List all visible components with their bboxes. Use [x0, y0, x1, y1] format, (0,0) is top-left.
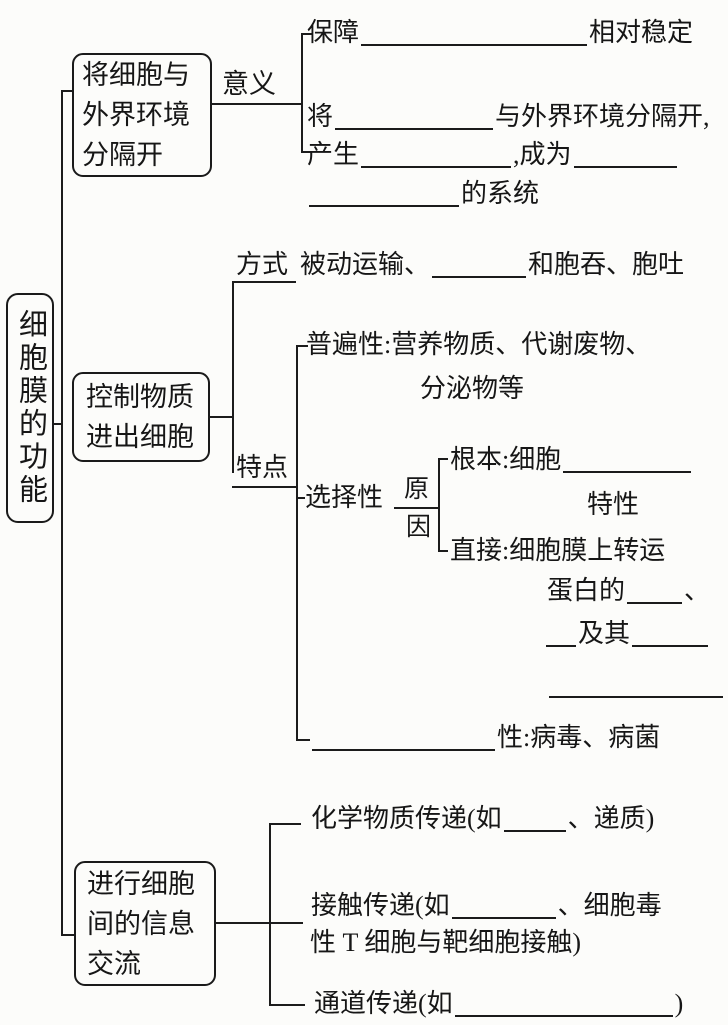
label-xuanze: 选择性 [305, 483, 384, 512]
text-segment: 化学物质传递(如 [311, 804, 502, 833]
bracket1-bottom-stub [301, 151, 312, 153]
fill-blank [335, 128, 494, 130]
bracket-tedian-vertical [296, 345, 298, 741]
line-contact-1: 接触传递(如 、细胞毒 [311, 889, 662, 923]
node-text: 外界环境 [82, 100, 190, 130]
label-yiyi: 意义 [222, 69, 276, 99]
line-genben-1: 根本:细胞 [450, 443, 693, 477]
fill-blank [563, 471, 692, 473]
fill-blank [454, 1015, 673, 1017]
fill-blank [549, 696, 723, 698]
text-segment: 通道传递(如 [314, 989, 453, 1018]
node-text: 将细胞与 [82, 60, 190, 90]
line-chansheng: 产生 ,成为 [307, 138, 679, 172]
text-segment: 相对稳定 [589, 18, 694, 47]
fill-blank [573, 166, 677, 168]
text-segment: 与外界环境分隔开, [495, 102, 710, 131]
line-zhijie-2: 蛋白的 、 [547, 574, 710, 608]
text-segment: 产生 [307, 140, 360, 169]
text-segment: 及其 [578, 619, 631, 648]
line-chem: 化学物质传递(如 、递质) [311, 802, 654, 836]
line-mianyi: 性:病毒、病菌 [310, 721, 660, 755]
line-baozhang: 保障 相对稳定 [307, 16, 693, 50]
tedian-top-stub [296, 345, 308, 347]
text-segment: 、递质) [567, 804, 655, 833]
fill-blank [361, 166, 512, 168]
node-text: 进行细胞 [87, 868, 195, 899]
bracket-info-vertical [269, 823, 271, 1006]
yuanyin-top-stub [438, 458, 448, 460]
root-node-label: 细胞膜的功能 [14, 309, 47, 507]
fangshi-underline [232, 281, 296, 283]
text-segment: 保障 [307, 18, 360, 47]
fill-blank [361, 44, 588, 46]
line-zhijie-1: 直接:细胞膜上转运 [450, 536, 666, 565]
bracket1-vertical [301, 33, 303, 153]
fill-blank [432, 276, 527, 278]
text-segment: 被动运输、 [300, 250, 431, 279]
line-fangshi: 被动运输、 和胞吞、胞吐 [300, 248, 684, 282]
label-fangshi: 方式 [236, 250, 289, 279]
text-segment: 性:病毒、病菌 [497, 723, 661, 752]
root-node: 细胞膜的功能 [6, 293, 54, 523]
fill-blank [451, 917, 556, 919]
text-segment: 接触传递(如 [311, 891, 450, 920]
tedian-underline [232, 486, 298, 488]
text-segment: ,成为 [513, 140, 572, 169]
fill-blank [632, 645, 709, 647]
bracket-yuanyin-vertical [438, 458, 440, 552]
text-segment: 蛋白的 [547, 576, 626, 605]
line-pubian-2: 分泌物等 [420, 374, 525, 403]
label-tedian: 特点 [236, 453, 289, 482]
info-bottom-stub [269, 1004, 305, 1006]
branch3-connector [61, 934, 76, 936]
line-jiang: 将 与外界环境分隔开, [307, 100, 710, 134]
branch-node-control: 控制物质 进出细胞 [72, 372, 210, 462]
text-segment: 、 [684, 576, 711, 605]
line-zhijie-3: 及其 [544, 617, 710, 651]
branch-node-isolate: 将细胞与 外界环境 分隔开 [72, 53, 212, 177]
line-contact-2: 性 T 细胞与靶细胞接触) [310, 928, 582, 957]
root-connector [52, 423, 63, 425]
bracket-control-vertical [232, 281, 234, 473]
fill-blank [546, 645, 576, 647]
label-yuanyin-top: 原 [404, 476, 430, 503]
fill-blank [503, 830, 566, 832]
line-pubian-1: 普遍性:营养物质、代谢废物、 [306, 330, 652, 359]
bracket1-top-stub [301, 33, 312, 35]
fill-blank [312, 749, 495, 751]
trunk-line [61, 90, 63, 936]
text-segment: ) [674, 989, 684, 1018]
info-mid-stub [269, 922, 303, 924]
yiyi-connector [212, 103, 303, 105]
text-segment: 根本:细胞 [450, 445, 562, 474]
fill-blank [627, 602, 683, 604]
label-yuanyin-bottom: 因 [406, 514, 432, 541]
tedian-mid-stub [296, 497, 305, 499]
branch-node-info: 进行细胞 间的信息 交流 [74, 861, 216, 986]
line-genben-2: 特性 [587, 490, 640, 519]
line-xitong: 的系统 [307, 177, 539, 211]
text-segment: 、细胞毒 [557, 891, 662, 920]
info-top-stub [269, 823, 301, 825]
node-text: 间的信息 [87, 908, 195, 939]
text-segment: 的系统 [461, 179, 540, 208]
line-zhijie-4 [547, 668, 725, 702]
line-channel: 通道传递(如) [314, 987, 683, 1021]
yuanyin-connector [394, 507, 440, 509]
node-text: 分隔开 [82, 140, 163, 170]
yuanyin-bottom-stub [438, 550, 448, 552]
branch1-connector [61, 90, 74, 92]
node-text: 控制物质 [86, 382, 194, 412]
node-text: 交流 [87, 948, 141, 979]
text-segment: 将 [307, 102, 334, 131]
text-segment: 和胞吞、胞吐 [528, 250, 685, 279]
info-connector [216, 922, 270, 924]
node-text: 进出细胞 [86, 422, 194, 452]
fill-blank [309, 205, 459, 207]
control-connector [208, 416, 234, 418]
tedian-bottom-stub [296, 739, 310, 741]
